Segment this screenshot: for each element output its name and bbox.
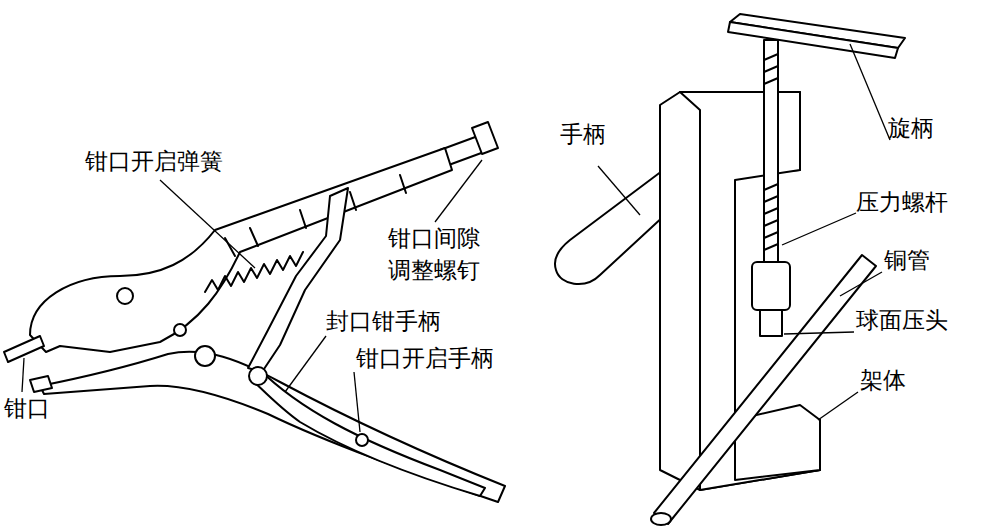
pivot-pin — [117, 288, 133, 304]
part-label: 钳口开启弹簧 — [85, 145, 223, 177]
ball-head — [760, 310, 782, 336]
pivot-pin — [174, 324, 186, 336]
screw-thread — [764, 54, 778, 250]
adjust-screw-head — [472, 122, 498, 154]
pipe-end — [651, 513, 671, 525]
leader-line — [435, 160, 482, 222]
leader-line — [840, 272, 882, 296]
pinch-tool — [555, 14, 905, 525]
copper-pipe — [654, 255, 876, 524]
part-label: 铜管 — [884, 244, 930, 276]
part-label: 钳口 — [4, 392, 50, 424]
leader-line — [160, 180, 255, 268]
part-label: 球面压头 — [856, 304, 948, 336]
part-label: 旋柄 — [888, 112, 934, 144]
frame-front — [680, 92, 820, 490]
turn-handle — [728, 22, 898, 58]
leader-lines — [22, 44, 890, 432]
release-handle — [250, 368, 485, 496]
part-label: 架体 — [860, 364, 906, 396]
part-label: 封口钳手柄 — [326, 305, 441, 337]
pivot-pin — [249, 367, 267, 385]
sealing-pliers — [4, 122, 505, 502]
leader-line — [598, 166, 640, 215]
pivot-pin — [356, 434, 368, 446]
leader-line — [850, 44, 890, 140]
jaw-tip — [30, 376, 52, 392]
leader-line — [354, 372, 360, 432]
pressure-block — [752, 262, 790, 310]
leader-line — [22, 358, 24, 392]
jaw-spring — [205, 252, 303, 292]
part-label: 手柄 — [560, 118, 606, 150]
screw-rod — [764, 40, 778, 270]
leader-line — [782, 213, 856, 245]
leader-line — [784, 332, 854, 334]
leader-line — [285, 336, 326, 392]
pivot-pin — [195, 346, 215, 366]
handle-hatch — [225, 175, 406, 256]
lower-jaw-handle — [40, 352, 505, 502]
leader-line — [818, 392, 858, 420]
part-label: 钳口开启手柄 — [356, 342, 494, 374]
part-label: 钳口间隙 调整螺钉 — [388, 222, 488, 286]
part-label: 压力螺杆 — [856, 186, 948, 218]
release-lever — [248, 188, 348, 372]
